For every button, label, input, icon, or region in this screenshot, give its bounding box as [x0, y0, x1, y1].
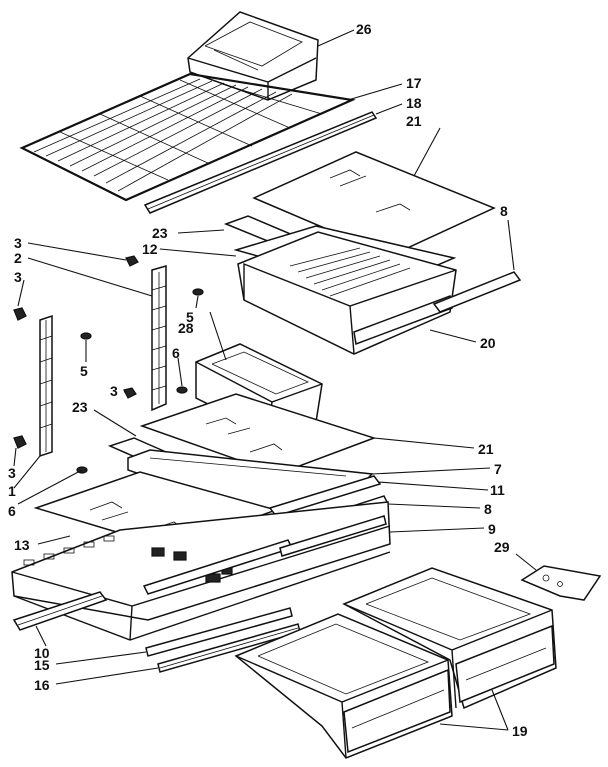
- crisper-drawer-front: [234, 613, 453, 759]
- label-12: 12: [142, 241, 158, 257]
- part-26-top-bin: [187, 11, 319, 101]
- part-9-crisper-cover: [11, 501, 391, 641]
- part-17-wire-shelf: [19, 72, 356, 202]
- label-19: 19: [512, 723, 528, 739]
- label-3-c: 3: [110, 383, 118, 399]
- label-2: 2: [14, 250, 22, 266]
- label-11: 11: [490, 482, 505, 498]
- crisper-cover-hardware: [151, 547, 233, 583]
- part-8-upper-rail: [432, 271, 522, 313]
- part-5-screws: [80, 288, 204, 340]
- leader-lines: [13, 29, 537, 731]
- label-7: 7: [494, 461, 502, 477]
- label-20: 20: [480, 335, 496, 351]
- label-3-b: 3: [14, 269, 22, 285]
- label-5-upper: 5: [186, 309, 194, 325]
- part-10-front-rail: [12, 591, 108, 631]
- crisper-pan-grille: [289, 247, 411, 297]
- part-18-shelf-trim: [143, 111, 378, 214]
- label-5-lower: 5: [80, 363, 88, 379]
- label-13: 13: [14, 537, 30, 553]
- label-10: 10: [34, 645, 50, 661]
- label-18: 18: [406, 95, 422, 111]
- part-1-front-rail: [39, 314, 53, 458]
- label-29: 29: [494, 539, 510, 555]
- label-6-lower: 6: [8, 503, 16, 519]
- part-20-crisper-pan: [237, 231, 457, 355]
- label-8-lower: 8: [484, 501, 492, 517]
- label-23-upper: 23: [152, 225, 168, 241]
- label-8-upper: 8: [500, 203, 508, 219]
- part-number-labels: 26 17 18 21 8 23 12 3 2 3 5 28 20 5 6 3 …: [8, 21, 528, 739]
- part-29-cover-plate: [520, 565, 602, 601]
- label-3-a: 3: [14, 235, 22, 251]
- label-21-upper: 21: [406, 113, 422, 129]
- label-26: 26: [356, 21, 372, 37]
- part-2-rear-rail: [151, 265, 167, 412]
- part-15-rail: [145, 607, 293, 657]
- label-6-upper: 6: [172, 345, 180, 361]
- label-15: 15: [34, 657, 50, 673]
- label-21-lower: 21: [478, 441, 494, 457]
- part-3-caps: [13, 255, 139, 449]
- wire-shelf-rods: [33, 78, 323, 192]
- label-9: 9: [488, 521, 496, 537]
- crisper-cover-slots: [23, 535, 115, 566]
- label-3-d: 3: [8, 465, 16, 481]
- crisper-drawer-rear: [342, 567, 557, 710]
- label-17: 17: [406, 75, 422, 91]
- label-16: 16: [34, 677, 50, 693]
- part-19-crisper-drawers: [234, 567, 557, 759]
- label-1: 1: [8, 483, 16, 499]
- label-23-lower: 23: [72, 399, 88, 415]
- label-28: 28: [178, 320, 194, 336]
